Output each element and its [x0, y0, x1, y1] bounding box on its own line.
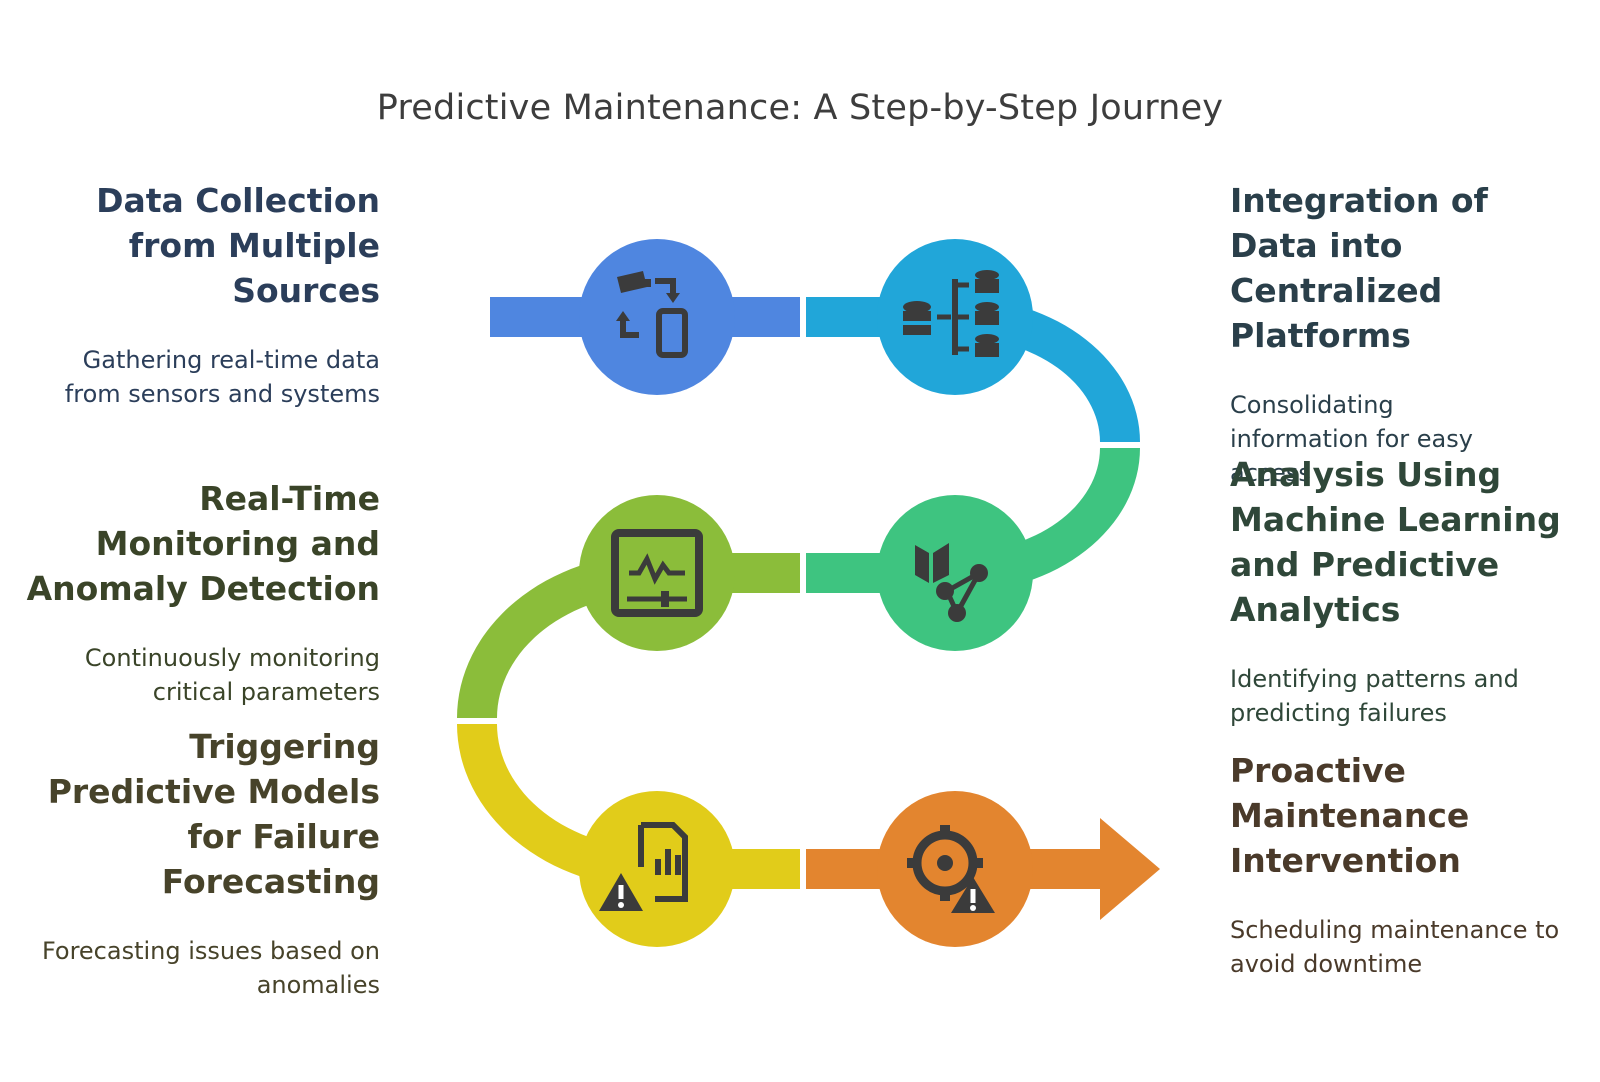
- step-5-text: Triggering Predictive Models for Failure…: [20, 724, 380, 1002]
- step-4-title: Real-Time Monitoring and Anomaly Detecti…: [26, 479, 380, 608]
- step-1-description: Gathering real-time data from sensors an…: [64, 346, 380, 408]
- step-1-text: Data Collection from Multiple Sources Ga…: [20, 178, 380, 411]
- step-3-title: Analysis Using Machine Learning and Pred…: [1230, 455, 1561, 629]
- step-3-text: Analysis Using Machine Learning and Pred…: [1230, 452, 1570, 730]
- monitor-pulse-icon: [611, 529, 703, 617]
- step-6-title: Proactive Maintenance Intervention: [1230, 751, 1470, 880]
- database-hierarchy-icon: [903, 270, 999, 357]
- step-3-description: Identifying patterns and predicting fail…: [1230, 665, 1519, 727]
- segment-5: [457, 724, 800, 889]
- step-2-text: Integration of Data into Centralized Pla…: [1230, 178, 1570, 490]
- camera-device-sync-icon: [616, 271, 688, 358]
- diagram-title: Predictive Maintenance: A Step-by-Step J…: [376, 88, 1224, 128]
- step-4-text: Real-Time Monitoring and Anomaly Detecti…: [20, 476, 380, 709]
- step-2-title: Integration of Data into Centralized Pla…: [1230, 181, 1488, 355]
- step-6-text: Proactive Maintenance Intervention Sched…: [1230, 748, 1570, 981]
- step-6-circle: [877, 791, 1033, 947]
- step-6-description: Scheduling maintenance to avoid downtime: [1230, 916, 1560, 978]
- step-4-description: Continuously monitoring critical paramet…: [84, 644, 380, 706]
- book-network-icon: [915, 543, 988, 622]
- step-2-description: Consolidating information for easy acces…: [1230, 391, 1473, 487]
- step-5-title: Triggering Predictive Models for Failure…: [47, 727, 380, 901]
- step-3-circle: [877, 495, 1033, 651]
- gear-warning-icon: [907, 825, 995, 913]
- segment-4: [457, 553, 800, 718]
- step-5-description: Forecasting issues based on anomalies: [41, 937, 380, 999]
- step-1-title: Data Collection from Multiple Sources: [96, 181, 380, 310]
- report-warning-icon: [599, 822, 688, 911]
